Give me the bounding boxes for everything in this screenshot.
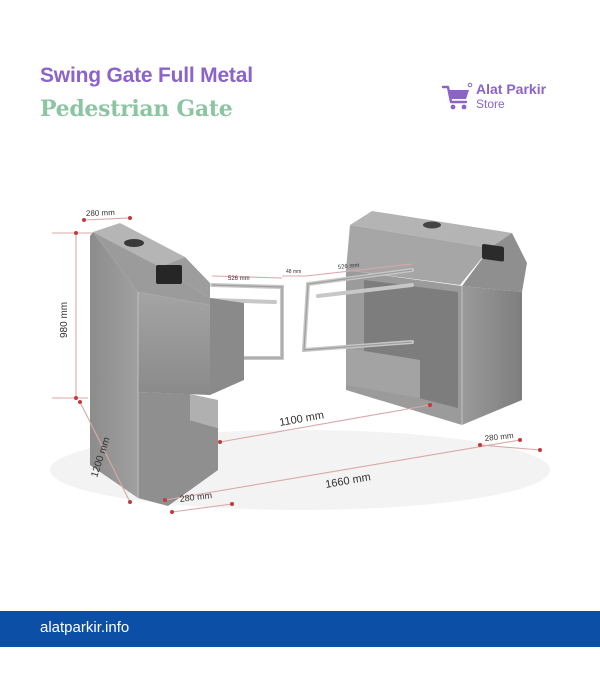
sensor-left xyxy=(124,239,144,247)
dim-arm-right: 526 mm xyxy=(338,263,360,271)
card-reader-left xyxy=(156,265,182,284)
dim-height: 980 mm xyxy=(59,302,70,338)
dim-bottom-width: 280 mm xyxy=(179,490,212,504)
turnstile-diagram: 280 mm 980 mm 1200 mm 526 mm 48 mm 526 m… xyxy=(50,208,550,514)
logo-name: Alat Parkir xyxy=(476,81,547,97)
product-subtitle: Pedestrian Gate xyxy=(40,96,233,122)
dim-arm-left: 526 mm xyxy=(228,276,250,282)
right-cabinet xyxy=(346,211,527,425)
footer-url[interactable]: alatparkir.info xyxy=(40,619,130,636)
card-reader-right xyxy=(482,244,504,262)
dim-top-width: 280 mm xyxy=(86,208,116,218)
footer-bar: alatparkir.info xyxy=(0,611,600,647)
sensor-right xyxy=(423,221,441,229)
product-title: Swing Gate Full Metal xyxy=(40,64,253,87)
shopping-cart-icon xyxy=(441,82,473,110)
store-logo[interactable]: Alat Parkir Store xyxy=(441,80,571,116)
dimension-markers xyxy=(74,216,542,514)
dimension-lines xyxy=(52,217,541,513)
dim-arm-gap: 48 mm xyxy=(286,269,301,275)
dim-right-width: 280 mm xyxy=(484,431,514,443)
left-cabinet xyxy=(90,223,244,506)
dim-passage: 1100 mm xyxy=(278,409,324,429)
logo-tagline: Store xyxy=(476,97,505,111)
